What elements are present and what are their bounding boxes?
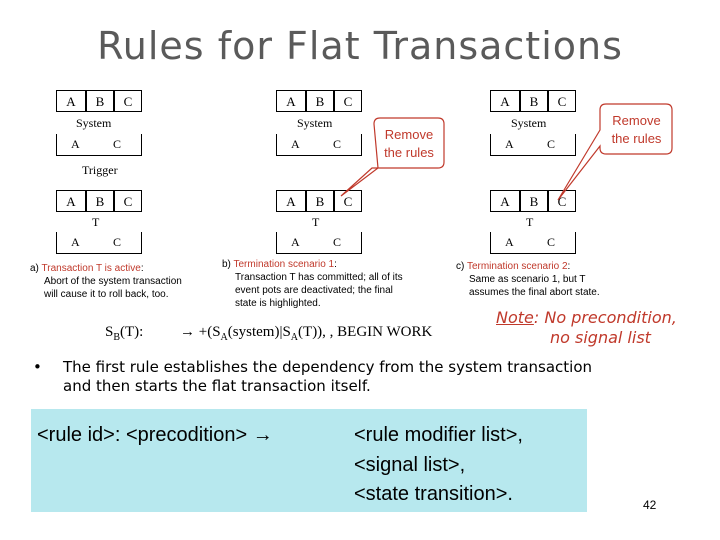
state-c: C	[113, 235, 122, 249]
t-label: T	[92, 215, 100, 229]
rule-line-1-right: <rule modifier list>,	[354, 424, 523, 446]
state-c: C	[547, 235, 556, 249]
state-row	[490, 134, 576, 156]
state-c: C	[334, 90, 362, 112]
remove-rules-callout-2: Remove the rules	[611, 113, 662, 146]
remove-rules-callout-1: Remove the rules	[384, 127, 434, 160]
state-a: A	[490, 90, 520, 112]
page-title: Rules for Flat Transactions	[97, 24, 623, 68]
state-c: C	[333, 235, 342, 249]
t-label: T	[526, 215, 534, 229]
state-c: C	[548, 90, 576, 112]
state-a: A	[490, 190, 520, 212]
callout-bubble-2	[557, 103, 673, 201]
bullet-text: The first rule establishes the dependenc…	[63, 358, 593, 395]
trigger-label: Trigger	[82, 163, 118, 177]
state-a: A	[56, 190, 86, 212]
note-line-2: no signal list	[550, 328, 651, 347]
state-a: A	[505, 235, 514, 249]
state-a: A	[276, 90, 306, 112]
caption-b: b) Termination scenario 1: Transaction T…	[222, 259, 403, 309]
state-row	[56, 232, 142, 254]
state-c: C	[114, 90, 142, 112]
state-c: C	[113, 137, 122, 151]
state-row	[276, 134, 362, 156]
state-row	[276, 232, 362, 254]
formula-lhs: SB(T):	[105, 324, 144, 343]
callout-bubble-1	[340, 117, 445, 197]
formula-rhs: → +(SA(system)|SA(T)), , BEGIN WORK	[180, 324, 433, 343]
rule-line-3: <state transition>.	[354, 483, 513, 505]
state-a: A	[291, 137, 300, 151]
state-a: A	[276, 190, 306, 212]
state-b: B	[306, 90, 334, 112]
state-row	[490, 232, 576, 254]
caption-c: c) Termination scenario 2: Same as scena…	[456, 261, 600, 298]
rule-line-1-left: <rule id>: <precodition> →	[37, 424, 273, 446]
state-a: A	[71, 137, 80, 151]
state-row	[56, 134, 142, 156]
state-a: A	[56, 90, 86, 112]
rule-syntax-box: <rule id>: <precodition> → <rule modifie…	[31, 409, 587, 512]
state-b: B	[86, 90, 114, 112]
page-number: 42	[643, 498, 657, 512]
state-a: A	[71, 235, 80, 249]
state-b: B	[520, 90, 548, 112]
state-b: B	[306, 190, 334, 212]
state-c: C	[333, 137, 342, 151]
system-label: System	[297, 116, 333, 130]
note-line-1: Note: No precondition,	[496, 308, 677, 327]
system-label: System	[76, 116, 112, 130]
state-c: C	[114, 190, 142, 212]
state-a: A	[505, 137, 514, 151]
bullet-marker: •	[33, 358, 42, 376]
t-label: T	[312, 215, 320, 229]
state-c: C	[547, 137, 556, 151]
state-c: C	[548, 190, 576, 212]
system-label: System	[511, 116, 547, 130]
rule-line-2: <signal list>,	[354, 454, 466, 476]
state-b: B	[520, 190, 548, 212]
state-a: A	[291, 235, 300, 249]
state-b: B	[86, 190, 114, 212]
caption-a: a) Transaction T is active: Abort of the…	[30, 263, 182, 300]
